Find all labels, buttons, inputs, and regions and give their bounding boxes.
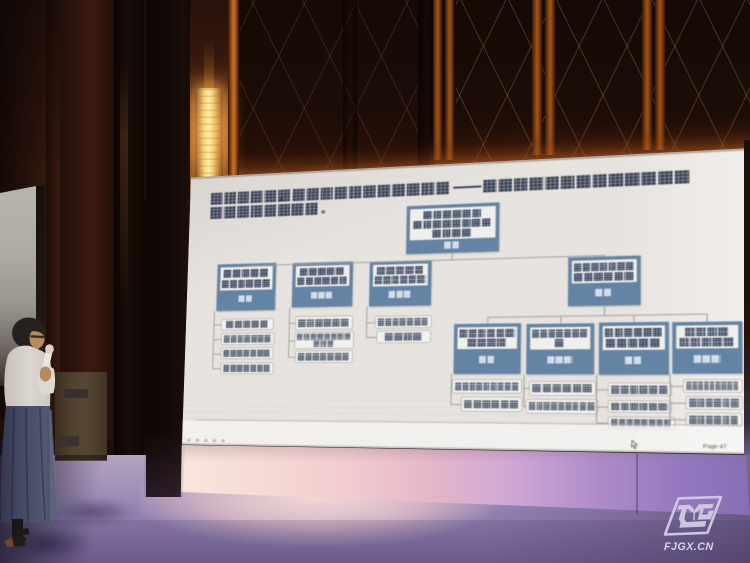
svg-text:FJGX.CN: FJGX.CN xyxy=(664,541,714,553)
